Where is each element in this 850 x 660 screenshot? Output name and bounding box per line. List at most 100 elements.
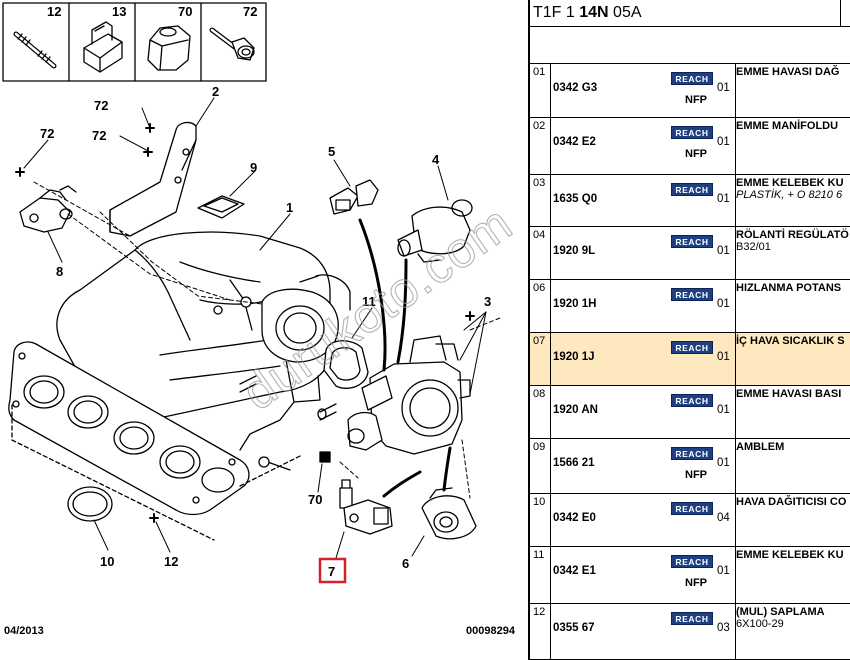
reach-badge: REACH xyxy=(671,288,713,301)
part-quantity: 03 xyxy=(717,622,730,634)
gasket-drawing xyxy=(323,340,369,389)
potentiometer-drawing xyxy=(421,487,477,540)
sensor-5-drawing xyxy=(329,179,379,215)
part-index: 02 xyxy=(530,118,551,174)
callout-72-top: 72 xyxy=(94,98,108,113)
part-name: AMBLEM xyxy=(736,441,785,453)
reach-badge: REACH xyxy=(671,447,713,460)
reference-suffix: 05A xyxy=(608,4,642,21)
part-reference[interactable]: 1920 1H xyxy=(553,298,597,310)
part-quantity: 01 xyxy=(717,298,730,310)
callout-7[interactable]: 7 xyxy=(328,564,335,579)
nut-70-marker xyxy=(319,451,331,463)
part-index: 09 xyxy=(530,439,551,493)
intake-manifold-drawing xyxy=(56,231,351,471)
part-description-cell: EMME HAVASI BASI xyxy=(736,386,850,438)
nut-icon xyxy=(147,25,191,71)
callout-3: 3 xyxy=(484,294,491,309)
part-quantity: 04 xyxy=(717,512,730,524)
part-name: EMME KELEBEK KU xyxy=(736,549,844,561)
part-quantity: 01 xyxy=(717,351,730,363)
part-quantity: 01 xyxy=(717,136,730,148)
callout-7-highlight[interactable] xyxy=(318,557,347,584)
part-reference[interactable]: 0342 E0 xyxy=(553,512,596,524)
panel-divider xyxy=(528,0,530,660)
part-name: RÖLANTİ REGÜLATÖ xyxy=(736,229,849,241)
part-index: 01 xyxy=(530,64,551,117)
reach-badge: REACH xyxy=(671,126,713,139)
part-reference[interactable]: 1566 21 xyxy=(553,457,595,469)
part-name: EMME HAVASI DAĞ xyxy=(736,66,840,78)
part-name: İÇ HAVA SICAKLIK S xyxy=(736,335,845,347)
part-reference[interactable]: 1920 1J xyxy=(553,351,595,363)
part-index: 12 xyxy=(530,604,551,659)
diagram-canvas: 12 13 70 72 1 2 3 4 5 6 7 8 9 10 11 12 7… xyxy=(2,2,523,637)
part-name: (MUL) SAPLAMA xyxy=(736,606,825,618)
callout-8: 8 xyxy=(56,264,63,279)
reference-prefix: T1F 1 xyxy=(533,4,580,21)
part-name: EMME KELEBEK KU xyxy=(736,177,844,189)
o-ring-drawing xyxy=(67,486,113,522)
assembly-lines xyxy=(33,181,501,499)
ref-cell-70: 70 xyxy=(178,4,192,19)
part-reference[interactable]: 1920 AN xyxy=(553,404,598,416)
part-reference[interactable]: 0342 E2 xyxy=(553,136,596,148)
part-name: HIZLANMA POTANS xyxy=(736,282,842,294)
part-index: 11 xyxy=(530,547,551,603)
reference-bold: 14N xyxy=(579,4,609,21)
clip-icon xyxy=(83,21,123,73)
callout-9: 9 xyxy=(250,160,257,175)
callout-12: 12 xyxy=(164,554,178,569)
part-note: PLASTİK, + O 8210 6 xyxy=(736,189,843,201)
part-index: 08 xyxy=(530,386,551,438)
bracket-drawing xyxy=(109,121,197,237)
pressure-sensor-drawing xyxy=(19,185,77,233)
reach-badge: REACH xyxy=(671,502,713,515)
leader-lines xyxy=(23,97,487,559)
part-reference[interactable]: 1920 9L xyxy=(553,245,596,257)
part-description-cell: AMBLEM xyxy=(736,439,850,493)
part-reference[interactable]: 0342 E1 xyxy=(553,565,596,577)
part-name: EMME HAVASI BASI xyxy=(736,388,842,400)
drawing-number: 00098294 xyxy=(466,625,516,637)
throttle-body-drawing xyxy=(347,335,471,455)
reach-badge: REACH xyxy=(671,72,713,85)
connector-line-6 xyxy=(442,446,452,492)
part-reference[interactable]: 0355 67 xyxy=(553,622,595,634)
part-name: HAVA DAĞITICISI CO xyxy=(736,496,847,508)
exploded-parts-diagram: 12 13 70 72 1 2 3 4 5 6 7 8 9 10 11 12 7… xyxy=(2,2,523,637)
part-description-cell: EMME KELEBEK KU xyxy=(736,547,850,603)
catalog-reference-header: T1F 1 14N 05A xyxy=(530,0,850,27)
part-description-cell: HAVA DAĞITICISI CO xyxy=(736,494,850,546)
part-reference[interactable]: 0342 G3 xyxy=(553,82,598,94)
callout-72-left: 72 xyxy=(40,126,54,141)
part-description-cell: HIZLANMA POTANS xyxy=(736,280,850,332)
part-name: EMME MANİFOLDU xyxy=(736,120,839,132)
reach-badge: REACH xyxy=(671,183,713,196)
part-description-cell: EMME HAVASI DAĞ xyxy=(736,64,850,117)
ref-cell-72: 72 xyxy=(243,4,257,19)
emblem-drawing xyxy=(197,195,245,219)
nfp-label: NFP xyxy=(685,148,707,160)
idle-regulator-drawing xyxy=(397,199,473,263)
part-reference[interactable]: 1635 Q0 xyxy=(553,193,598,205)
screw-icon xyxy=(209,27,255,61)
nfp-label: NFP xyxy=(685,577,707,589)
